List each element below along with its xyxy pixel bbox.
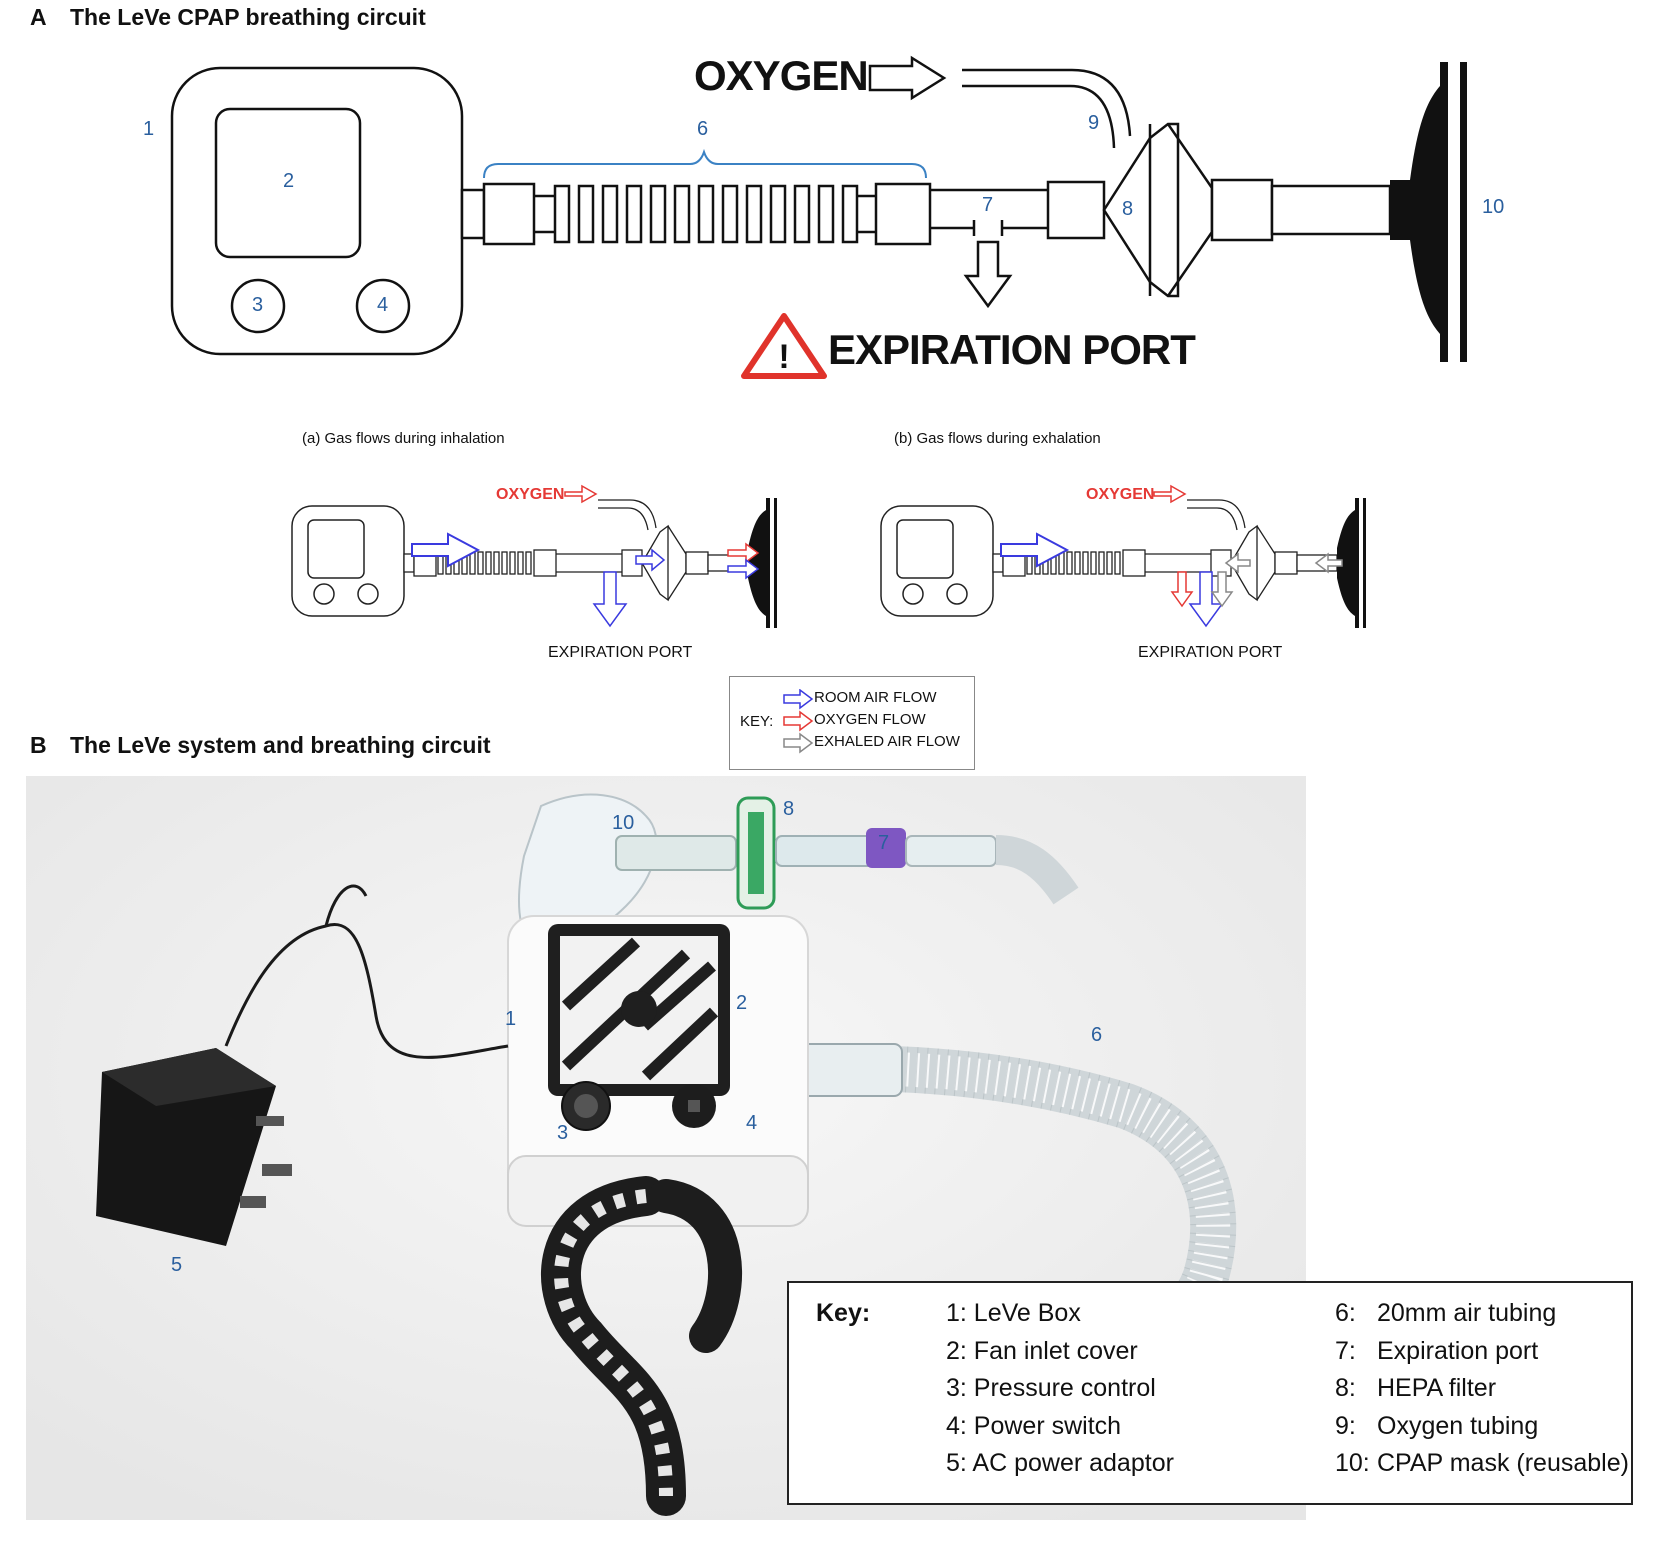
tube-cuff-left (482, 182, 536, 246)
inhale-red-arrow-mask (727, 542, 760, 564)
mask-cushion (1410, 86, 1440, 334)
flow-legend: KEY: ROOM AIR FLOW OXYGEN FLOW EXHALED A… (729, 676, 975, 770)
photo-label-8: 8 (783, 798, 795, 820)
legend-oxygen-flow: OXYGEN FLOW (814, 711, 926, 728)
key-right-column: 20mm air tubing Expiration port HEPA fil… (1377, 1295, 1629, 1483)
label-10: 10 (1482, 196, 1505, 218)
inhale-blue-arrow-mask (727, 558, 760, 580)
label-4: 4 (377, 294, 389, 316)
key-num-8: 8: (1335, 1374, 1356, 1402)
legend-arrow-icons (783, 689, 814, 754)
oxygen-tubing (962, 68, 1132, 149)
sub-b-oxygen-label: OXYGEN (1086, 486, 1155, 503)
legend-exhaled: EXHALED AIR FLOW (814, 733, 960, 750)
leve-system-photo (26, 776, 1306, 1520)
photo-label-2: 2 (736, 992, 748, 1014)
exhale-room-air-arrow (1000, 532, 1070, 568)
key-item-10: CPAP mask (reusable) (1377, 1449, 1629, 1477)
exhale-oxygen-source-arrow (1153, 484, 1187, 504)
key-item-3: 3: Pressure control (946, 1374, 1156, 1402)
sub-b-title: (b) Gas flows during exhalation (894, 430, 1101, 447)
mask-rim-2 (1460, 62, 1467, 362)
svg-text:!: ! (778, 338, 789, 376)
inhale-expiration-arrow (592, 571, 628, 628)
exhale-grey-down-arrow (1210, 571, 1234, 608)
cpap-circuit-diagram: ! (170, 55, 1467, 379)
panel-b-title-text: The LeVe system and breathing circuit (70, 732, 491, 758)
pressure-control-circle (230, 278, 286, 334)
sub-b-expiration-label: EXPIRATION PORT (1138, 644, 1283, 661)
photo-expiration-port (775, 835, 877, 867)
exhale-red-down-arrow (1170, 571, 1194, 608)
sub-a-expiration-label: EXPIRATION PORT (548, 644, 693, 661)
oxygen-label: OXYGEN (694, 52, 869, 99)
key-item-5: 5: AC power adaptor (946, 1449, 1174, 1477)
key-item-7: Expiration port (1377, 1336, 1539, 1365)
components-key: Key: 1: LeVe Box 2: Fan inlet cover 3: P… (787, 1281, 1633, 1505)
photo-label-4: 4 (746, 1112, 758, 1134)
key-item-6: 20mm air tubing (1377, 1299, 1557, 1327)
panel-a-letter: A (30, 4, 47, 30)
label-6: 6 (697, 118, 709, 140)
tube-cuff-right (874, 182, 932, 246)
key-item-2: 2: Fan inlet cover (946, 1336, 1138, 1365)
photo-label-10: 10 (612, 812, 635, 834)
exhale-grey-arrow-mask (1314, 552, 1343, 574)
key-num-9: 9: (1335, 1411, 1356, 1440)
label-3: 3 (252, 294, 264, 316)
mask-tube (1270, 184, 1392, 236)
inhale-room-air-arrow (411, 532, 481, 568)
mask-rim-1 (1440, 62, 1448, 362)
inhale-oxygen-source-arrow (564, 484, 598, 504)
exhale-blue-down-arrow (1188, 571, 1224, 628)
power-switch-circle (355, 278, 411, 334)
panel-b-letter: B (30, 732, 47, 758)
panel-b-title: B The LeVe system and breathing circuit (30, 732, 491, 759)
key-item-4: 4: Power switch (946, 1411, 1122, 1440)
filter-inlet (1046, 180, 1106, 240)
filter-outlet (1210, 178, 1274, 242)
exhale-grey-arrow-filter (1224, 552, 1251, 574)
photo-label-7: 7 (878, 832, 890, 854)
mask-connector (1390, 180, 1412, 240)
label-1: 1 (143, 118, 155, 140)
photo-label-1: 1 (505, 1008, 517, 1030)
expiration-port-label: EXPIRATION PORT (828, 326, 1196, 373)
inhale-blue-arrow-filter (635, 548, 666, 572)
photo-label-6: 6 (1091, 1024, 1103, 1046)
hepa-filter-shape (1102, 122, 1180, 298)
photo-label-3: 3 (557, 1122, 569, 1144)
label-9: 9 (1088, 112, 1100, 134)
key-title: Key: (816, 1299, 871, 1327)
photo-mask-tube (615, 835, 737, 871)
legend-room-air: ROOM AIR FLOW (814, 689, 937, 706)
corrugated-tubing (553, 184, 859, 244)
key-num-6: 6: (1335, 1299, 1356, 1327)
tubing-brace (483, 148, 927, 179)
label-2: 2 (283, 170, 295, 192)
sub-a-oxygen-label: OXYGEN (496, 486, 565, 503)
photo-power-cable (224, 923, 509, 1059)
key-num-10: 10: (1335, 1449, 1370, 1477)
expiration-down-arrow (963, 240, 1013, 309)
sub-a-title: (a) Gas flows during inhalation (302, 430, 505, 447)
photo-power-adaptor (96, 1048, 276, 1246)
key-right-numbers: 6: 7: 8: 9: 10: (1335, 1295, 1370, 1483)
gas-flow-diagrams (291, 484, 1367, 629)
key-item-8: HEPA filter (1377, 1374, 1497, 1402)
panel-a-title: A The LeVe CPAP breathing circuit (30, 4, 426, 31)
key-left-column: 1: LeVe Box 2: Fan inlet cover 3: Pressu… (946, 1295, 1174, 1483)
label-8: 8 (1122, 198, 1134, 220)
outlet-tube (460, 188, 486, 240)
label-7: 7 (982, 194, 994, 216)
key-num-7: 7: (1335, 1336, 1356, 1365)
fan-inlet-outline (214, 107, 362, 259)
photo-label-5: 5 (171, 1254, 183, 1276)
key-item-1: 1: LeVe Box (946, 1299, 1081, 1327)
oxygen-arrow (868, 55, 947, 101)
key-item-9: Oxygen tubing (1377, 1411, 1539, 1440)
panel-a-title-text: The LeVe CPAP breathing circuit (70, 4, 426, 30)
legend-key-label: KEY: (740, 713, 774, 730)
warning-icon (741, 313, 827, 379)
